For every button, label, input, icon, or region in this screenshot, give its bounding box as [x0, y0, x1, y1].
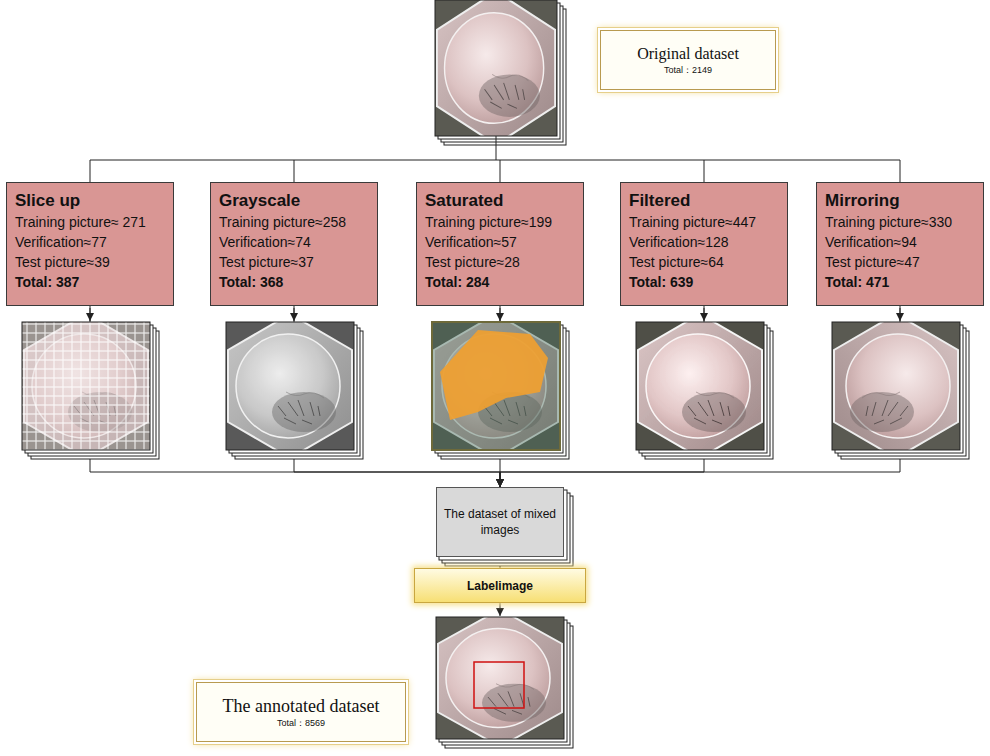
box-text: Total: 387 — [15, 272, 165, 292]
box-text: Test picture≈64 — [629, 252, 779, 272]
box-text: Verification≈77 — [15, 232, 165, 252]
method-box: GrayscaleTraining picture≈258Verificatio… — [210, 182, 378, 306]
annotated-image — [436, 609, 573, 748]
box-title: Slice up — [15, 189, 165, 212]
box-title: Saturated — [425, 189, 575, 212]
method-box: MirroringTraining picture≈330Verificatio… — [816, 182, 984, 306]
method-box: SaturatedTraining picture≈199Verificatio… — [416, 182, 584, 306]
box-title: Filtered — [629, 189, 779, 212]
saturated-image — [432, 314, 569, 459]
image-arrows — [90, 308, 900, 321]
box-text: Total: 368 — [219, 272, 369, 292]
box-text: Test picture≈37 — [219, 252, 369, 272]
dataset-label: Original datasetTotal：2149 — [600, 30, 776, 90]
box-text: Total: 471 — [825, 272, 975, 292]
annotate-arrow — [500, 603, 501, 616]
box-text: Training picture≈258 — [219, 212, 369, 232]
grayscale-image — [226, 314, 363, 459]
box-text: Training picture≈ 271 — [15, 212, 165, 232]
box-text: Training picture≈330 — [825, 212, 975, 232]
box-text: Test picture≈47 — [825, 252, 975, 272]
split-lines — [90, 136, 900, 182]
dataset-label: The annotated datasetTotal：8569 — [196, 682, 406, 742]
box-text: Test picture≈39 — [15, 252, 165, 272]
mirrored-image — [832, 314, 969, 459]
box-text: Training picture≈447 — [629, 212, 779, 232]
box-text: Verification≈94 — [825, 232, 975, 252]
box-text: Verification≈128 — [629, 232, 779, 252]
box-text: Total：8569 — [277, 717, 325, 730]
box-title: Original dataset — [637, 44, 739, 64]
box-title: The dataset of mixed images — [443, 506, 557, 538]
box-title: The annotated dataset — [223, 695, 380, 717]
box-text: Total: 284 — [425, 272, 575, 292]
tool-box: Labelimage — [414, 568, 586, 603]
filtered-image — [636, 314, 773, 459]
box-title: Labelimage — [467, 579, 533, 593]
box-text: Test picture≈28 — [425, 252, 575, 272]
image-stack — [435, 0, 566, 145]
box-text: Verification≈57 — [425, 232, 575, 252]
box-text: Total：2149 — [664, 64, 712, 77]
sliced-image — [22, 314, 159, 459]
mixed-box: The dataset of mixed images — [436, 487, 564, 557]
method-box: FilteredTraining picture≈447Verification… — [620, 182, 788, 306]
box-title: Mirroring — [825, 189, 975, 212]
method-box: Slice upTraining picture≈ 271Verificatio… — [6, 182, 174, 306]
box-text: Total: 639 — [629, 272, 779, 292]
box-title: Grayscale — [219, 189, 369, 212]
box-text: Training picture≈199 — [425, 212, 575, 232]
box-text: Verification≈74 — [219, 232, 369, 252]
